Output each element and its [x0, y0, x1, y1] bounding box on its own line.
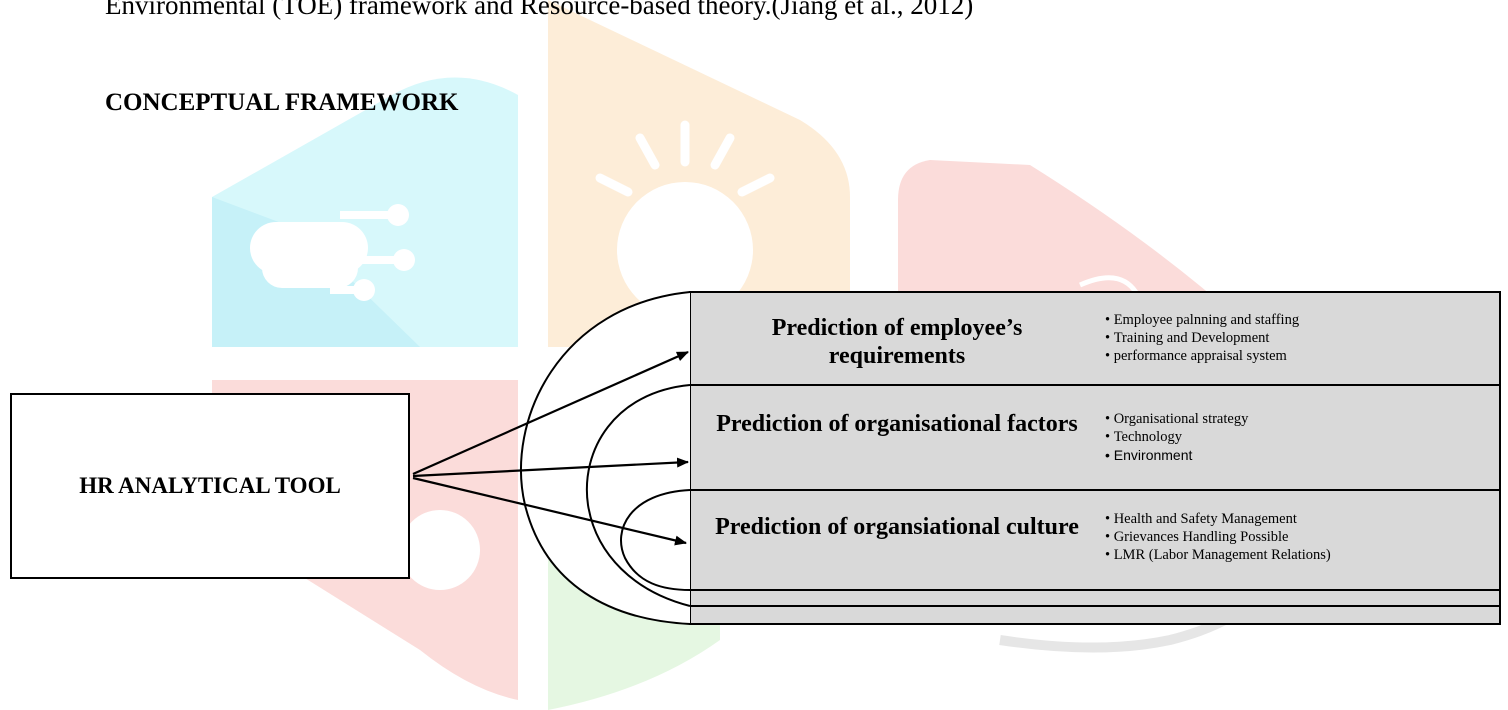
list-item: Employee palnning and staffing: [1105, 311, 1299, 329]
hr-analytical-tool-label: HR ANALYTICAL TOOL: [79, 473, 341, 498]
list-item: Organisational strategy: [1105, 410, 1249, 428]
band-items-organisational-culture: Health and Safety Management Grievances …: [1105, 510, 1331, 564]
list-item: Health and Safety Management: [1105, 510, 1331, 528]
arrow-to-organisational-factors: [412, 457, 689, 478]
intro-text-line: Environmental (TOE) framework and Resour…: [105, 0, 974, 20]
section-heading: CONCEPTUAL FRAMEWORK: [105, 89, 459, 116]
band-items-employee-requirements: Employee palnning and staffing Training …: [1105, 311, 1299, 365]
band-title-organisational-culture: Prediction of organsiational culture: [715, 514, 1079, 540]
arrow-to-employee-requirements: [412, 350, 689, 476]
inner-arc: [620, 489, 691, 591]
list-item: performance appraisal system: [1105, 347, 1299, 365]
arrow-to-organisational-culture: [412, 476, 687, 546]
list-item: LMR (Labor Management Relations): [1105, 546, 1331, 564]
list-item: Environment: [1105, 446, 1248, 464]
cloud-circuit-icon: [250, 204, 415, 301]
lightbulb-icon: [595, 120, 775, 318]
band-title-employee-requirements: Prediction of employee’s requirements: [771, 315, 1023, 369]
list-item: Technology: [1105, 428, 1248, 446]
band-items-organisational-factors: Organisational strategy Technology Envir…: [1105, 410, 1249, 464]
hr-analytical-tool-box: HR ANALYTICAL TOOL: [10, 393, 410, 579]
list-item: Grievances Handling Possible: [1105, 528, 1331, 546]
list-item: Training and Development: [1105, 329, 1299, 347]
bands-background: [689, 291, 1501, 625]
gear-icon: [400, 510, 480, 590]
band-title-organisational-factors: Prediction of organisational factors: [716, 411, 1078, 437]
